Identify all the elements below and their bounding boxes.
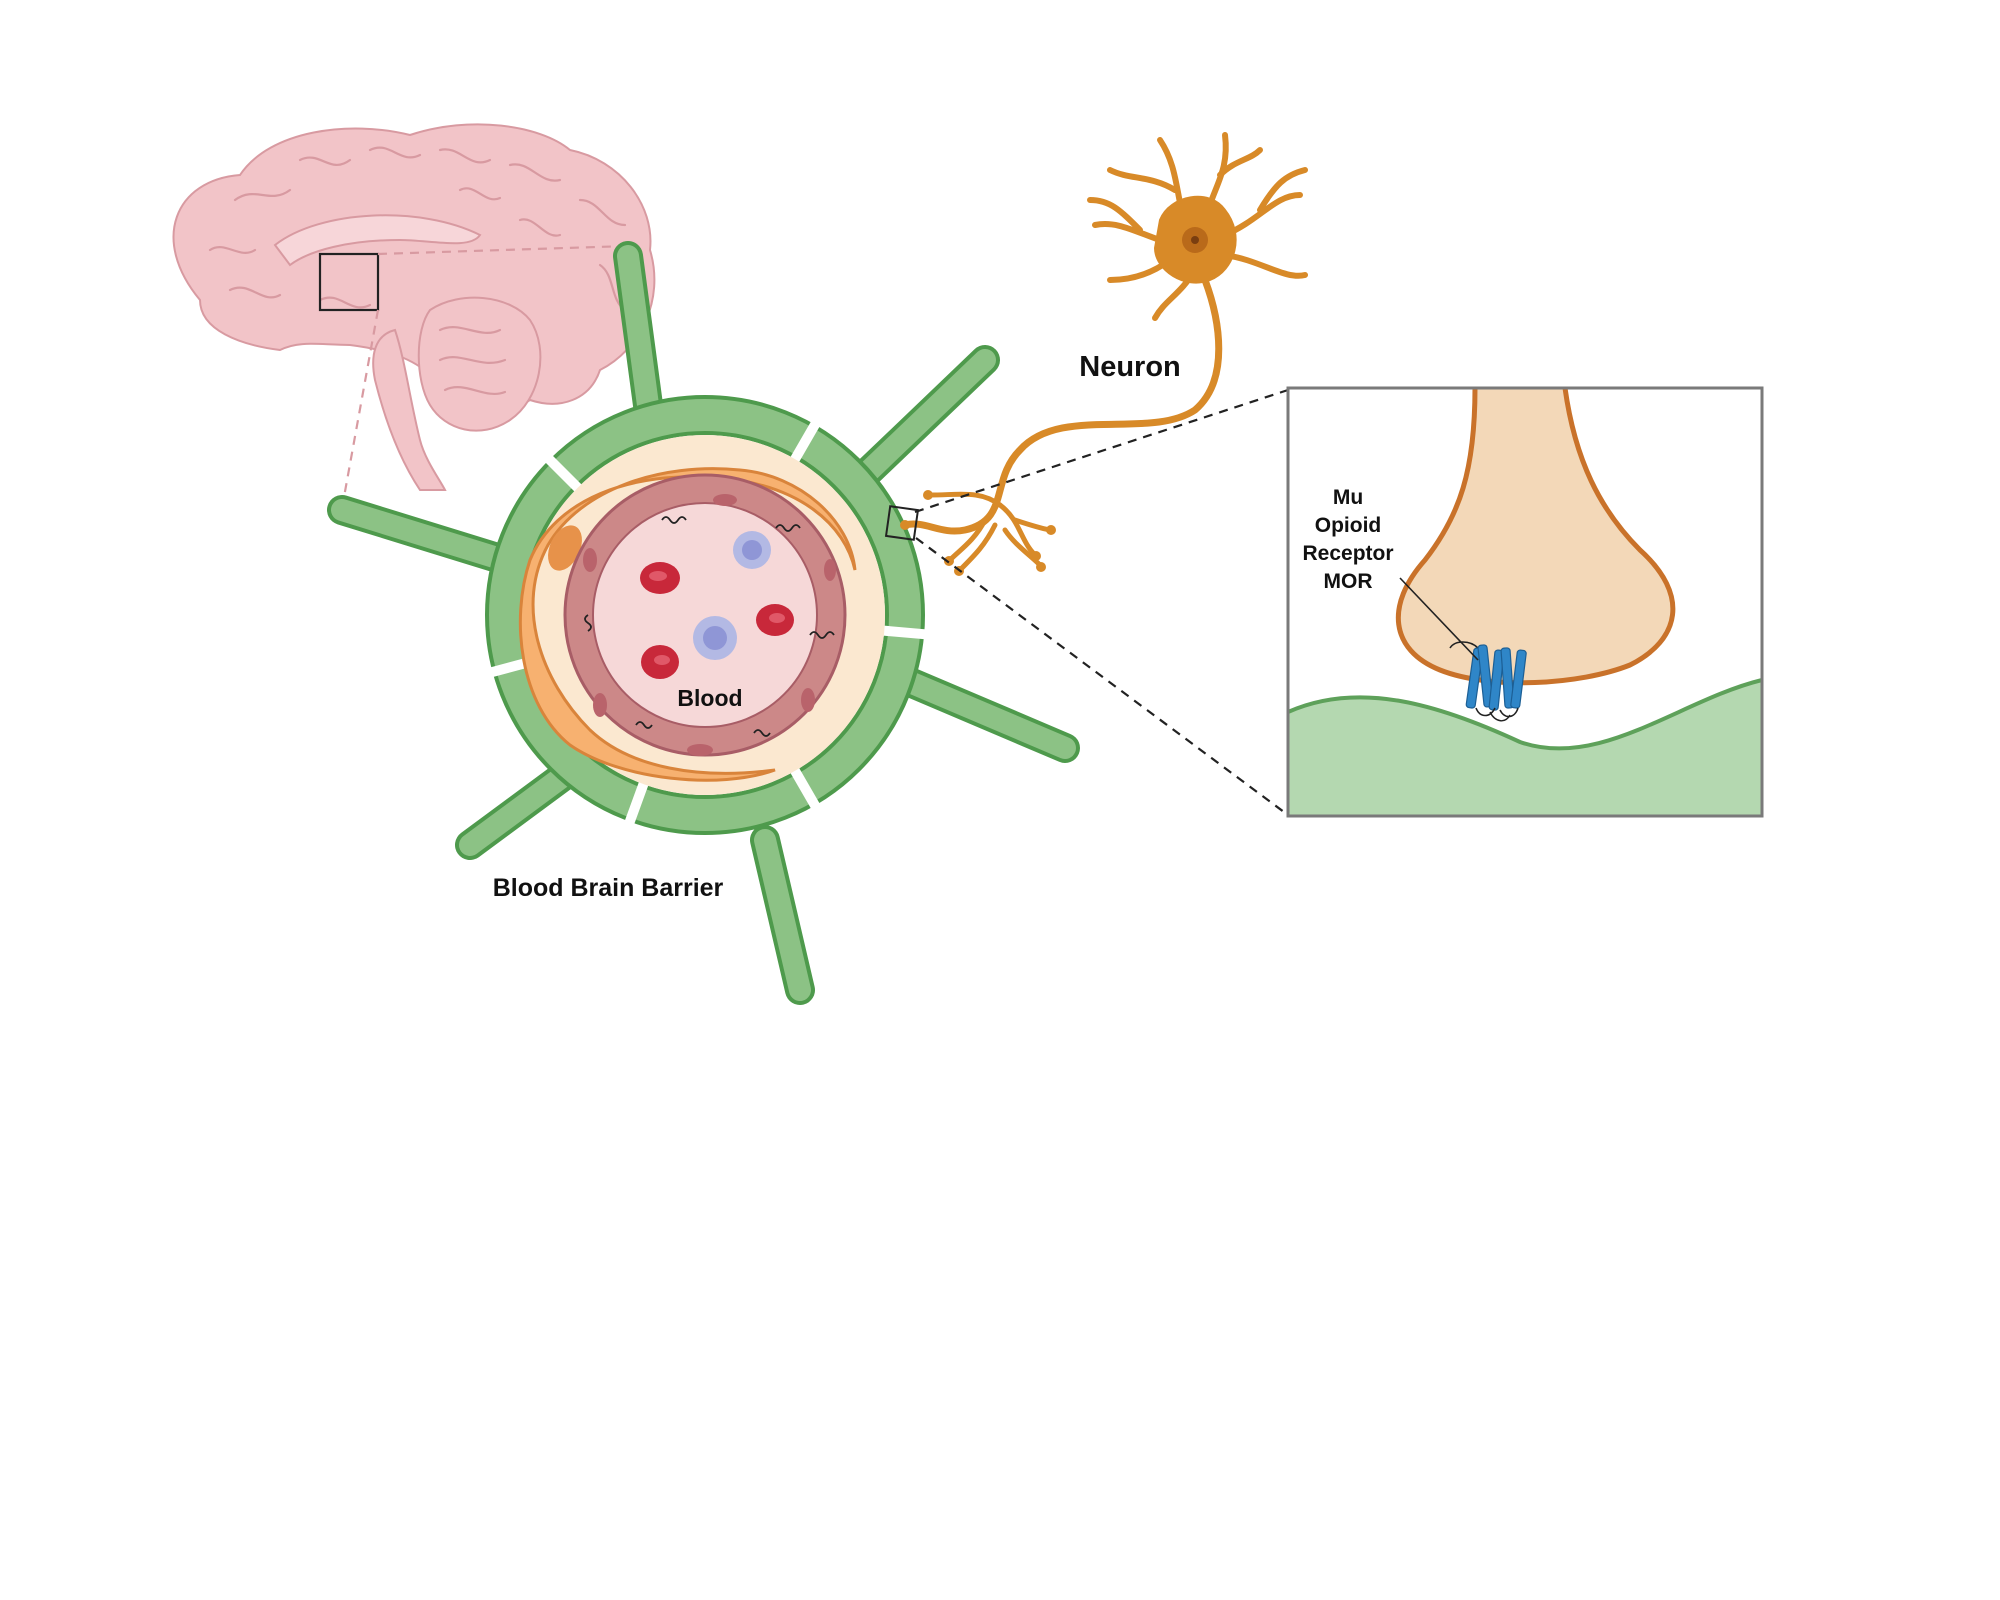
brain-zoom-box bbox=[318, 252, 380, 312]
tight-junctions bbox=[584, 516, 835, 737]
brain-zoom-connectors bbox=[340, 244, 629, 509]
endothelial-nuclei bbox=[583, 494, 836, 756]
postsynaptic-edge bbox=[1287, 678, 1763, 751]
brain-cerebellum bbox=[417, 296, 542, 432]
pericyte-nucleus bbox=[548, 525, 582, 571]
presynaptic-terminal bbox=[1398, 388, 1673, 683]
neuron-axon bbox=[901, 276, 1223, 535]
astrocyte-endfoot-ring-inner bbox=[489, 399, 921, 831]
mor-label-line1: Mu bbox=[1333, 486, 1363, 509]
mor-pointer-line bbox=[1399, 577, 1479, 661]
mu-opioid-receptor bbox=[1449, 641, 1527, 722]
endfoot-gaps bbox=[481, 413, 935, 833]
astrocyte-processes bbox=[327, 241, 1080, 1005]
leukocytes bbox=[693, 531, 771, 660]
red-blood-cells bbox=[640, 562, 794, 679]
neuron-label: Neuron bbox=[1079, 351, 1181, 383]
neuron-illustration bbox=[900, 132, 1308, 576]
postsynaptic-membrane bbox=[1288, 680, 1762, 816]
brain-gyri bbox=[208, 146, 627, 395]
bbb-label: Blood Brain Barrier bbox=[493, 874, 724, 902]
synapse-inset: Mu Opioid Receptor MOR bbox=[1286, 386, 1764, 818]
inset-border bbox=[1286, 386, 1764, 818]
mor-label-line3: Receptor bbox=[1302, 542, 1393, 565]
brain-illustration bbox=[172, 123, 656, 491]
blood-label: Blood bbox=[677, 685, 742, 711]
brain-stem bbox=[372, 328, 447, 491]
mor-label-line2: Opioid bbox=[1315, 514, 1382, 537]
synapse-zoom-box bbox=[884, 505, 920, 541]
presynaptic-terminal-edge bbox=[1395, 387, 1676, 686]
mor-label-line4: MOR bbox=[1324, 570, 1373, 593]
pericyte bbox=[518, 467, 857, 782]
brain-corpus-callosum bbox=[273, 214, 482, 267]
bbb-illustration: Blood bbox=[327, 241, 1080, 1005]
synapse-zoom-connectors bbox=[914, 388, 1289, 816]
brain-cerebrum bbox=[172, 123, 656, 412]
